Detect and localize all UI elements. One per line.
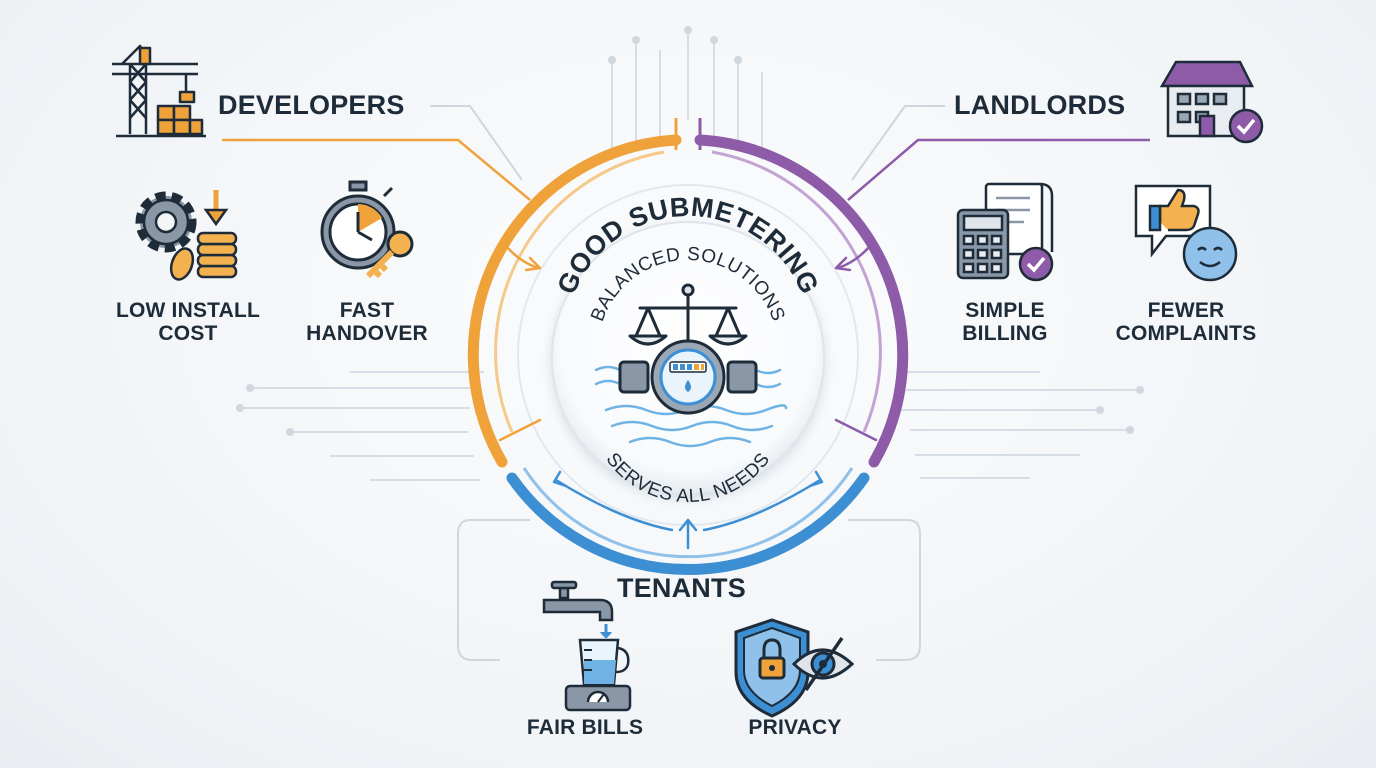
water-meter-icon (618, 339, 758, 415)
house-check-icon (1159, 60, 1264, 144)
balance-scale-icon (628, 283, 748, 354)
developers-connector (222, 105, 531, 201)
fair-bills-label: FAIR BILLS (526, 716, 644, 739)
fewer-complaints-label: FEWER COMPLAINTS (1115, 299, 1257, 346)
fast-handover-label: FAST HANDOVER (306, 299, 428, 346)
flow-arrows (498, 244, 878, 550)
stopwatch-key-icon (320, 180, 414, 279)
construction-crane-icon (112, 44, 206, 138)
landlords-title: LANDLORDS (954, 90, 1126, 120)
gear-coins-icon (135, 190, 238, 281)
tenants-title: TENANTS (617, 573, 746, 603)
faucet-measuring-cup-icon (542, 580, 632, 712)
shield-lock-eye-icon (734, 618, 855, 718)
developers-title: DEVELOPERS (218, 90, 405, 120)
low-install-cost-label: LOW INSTALL COST (115, 299, 261, 346)
calculator-invoice-icon (956, 182, 1054, 282)
landlords-connector (847, 105, 1150, 201)
thumbs-up-smiley-icon (1134, 184, 1238, 282)
circuit-traces (240, 30, 1140, 481)
tenants-connector (457, 519, 921, 661)
circuit-nodes (236, 26, 1144, 436)
stakeholder-ring (467, 118, 909, 576)
privacy-label: PRIVACY (748, 716, 842, 739)
simple-billing-label: SIMPLE BILLING (962, 299, 1048, 346)
